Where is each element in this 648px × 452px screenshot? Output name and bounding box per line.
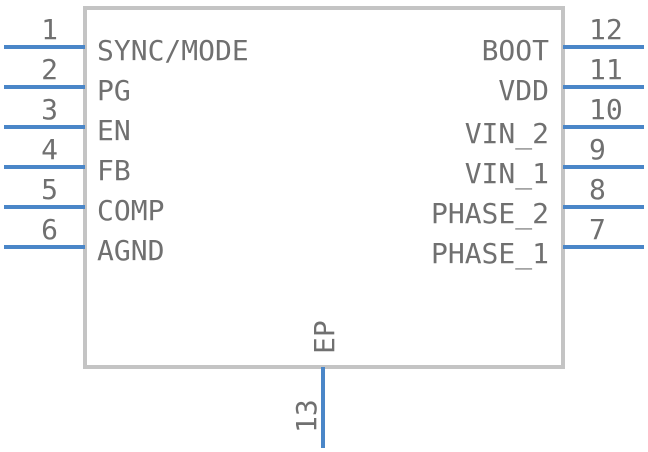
pin-13-number: 13	[290, 399, 323, 433]
pin-7-name: PHASE_1	[431, 237, 549, 271]
pin-2-name: PG	[97, 74, 131, 107]
pin-4-name: FB	[97, 154, 131, 187]
pin-6-number: 6	[41, 213, 58, 246]
pin-12-number: 12	[589, 13, 623, 46]
pin-12-name: BOOT	[482, 34, 550, 67]
pin-8-number: 8	[589, 173, 606, 206]
pin-9-number: 9	[589, 133, 606, 166]
left-pin-group: 1 2 3 4 5 6 SYNC/MODE PG EN FB COMP AGND	[4, 13, 249, 267]
pin-3-number: 3	[41, 93, 58, 126]
pin-11-name: VDD	[498, 74, 549, 107]
pin-2-number: 2	[41, 53, 58, 86]
pin-1-number: 1	[41, 13, 58, 46]
pin-8-name: PHASE_2	[431, 197, 549, 231]
pin-5-number: 5	[41, 173, 58, 206]
pin-3-name: EN	[97, 114, 131, 147]
pin-7-number: 7	[589, 213, 606, 246]
pin-9-name: VIN_1	[465, 157, 549, 191]
right-pin-group: 12 11 10 9 8 7 BOOT VDD VIN_2 VIN_1 PHAS…	[431, 13, 644, 271]
pin-11-number: 11	[589, 53, 623, 86]
pin-4-number: 4	[41, 133, 58, 166]
pin-1-name: SYNC/MODE	[97, 34, 249, 67]
pin-10-name: VIN_2	[465, 117, 549, 151]
pin-10-number: 10	[589, 93, 623, 126]
pin-5-name: COMP	[97, 194, 164, 227]
pin-6-name: AGND	[97, 234, 164, 267]
pin-13-name: EP	[308, 320, 341, 354]
ic-body	[83, 6, 565, 369]
bottom-pin-group: EP 13	[290, 320, 341, 448]
